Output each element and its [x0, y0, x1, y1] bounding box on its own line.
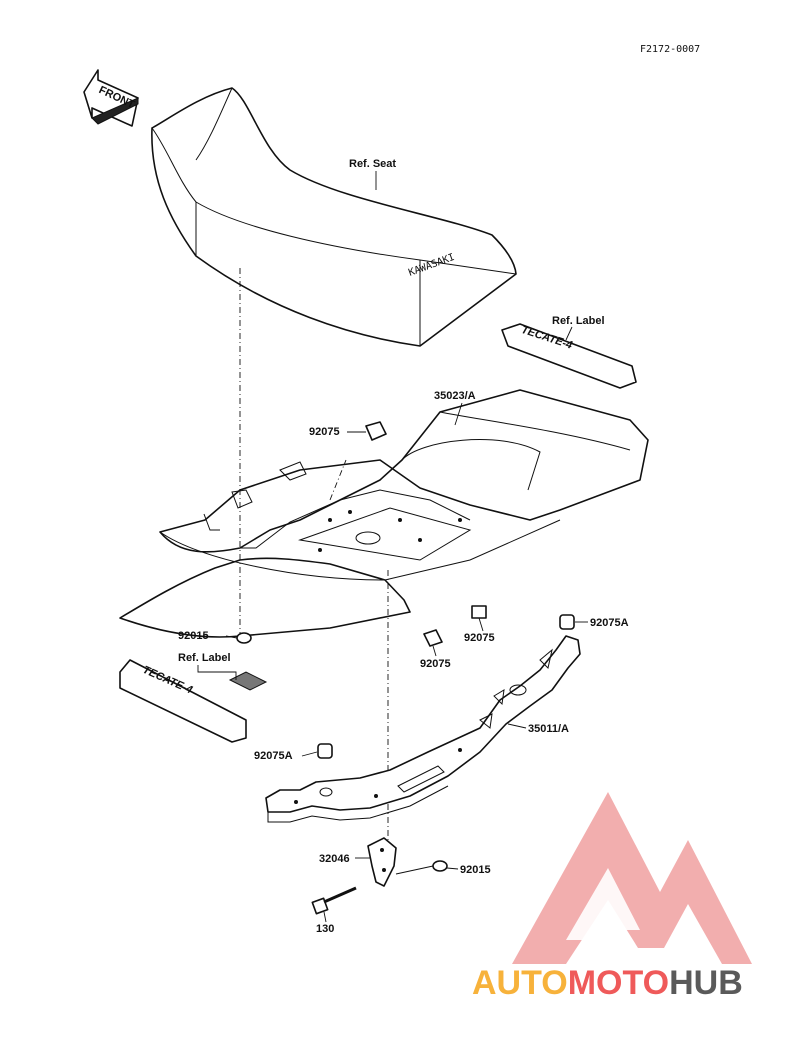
front-arrow-icon: FRONT: [83, 69, 139, 127]
diagram-code: F2172-0007: [640, 44, 700, 55]
label-130: 130: [316, 923, 334, 935]
seat-illustration: KAWASAKI: [151, 87, 517, 347]
bracket-35011A-illustration: [265, 635, 581, 823]
label-ref-label-top: Ref. Label: [552, 315, 605, 327]
clip-nut-middle-icon: [423, 629, 443, 647]
bracket-32046-icon: [367, 837, 397, 887]
label-ref-label-bottom: Ref. Label: [178, 652, 231, 664]
clip-nut-top-icon: [365, 421, 387, 441]
label-92015-left: 92015: [178, 630, 209, 642]
watermark-logo: [512, 792, 752, 964]
label-92015-right: 92015: [460, 864, 491, 876]
nut-92015-left-icon: [236, 632, 252, 644]
label-92075-top: 92075: [309, 426, 340, 438]
rear-fender-illustration: [119, 389, 649, 638]
label-92075-right: 92075: [464, 632, 495, 644]
nut-92015-right-icon: [432, 860, 448, 872]
label-92075-middle: 92075: [420, 658, 451, 670]
watermark-text: AUTOMOTOHUB: [472, 964, 743, 1002]
label-35023A: 35023/A: [434, 390, 476, 402]
cap-92075A-top-icon: [559, 614, 575, 630]
decal-label-top: TECATE-4: [501, 323, 637, 389]
label-ref-seat: Ref. Seat: [349, 158, 396, 170]
watermark-triangle-icon: [512, 792, 752, 964]
clip-nut-right-icon: [471, 605, 487, 619]
label-32046: 32046: [319, 853, 350, 865]
decal-label-bottom: TECATE-4: [119, 659, 268, 743]
label-92075A-top: 92075A: [590, 617, 629, 629]
label-35011A: 35011/A: [528, 723, 569, 735]
label-92075A-left: 92075A: [254, 750, 293, 762]
cap-92075A-left-icon: [317, 743, 333, 759]
bolt-130-icon: [311, 886, 357, 915]
